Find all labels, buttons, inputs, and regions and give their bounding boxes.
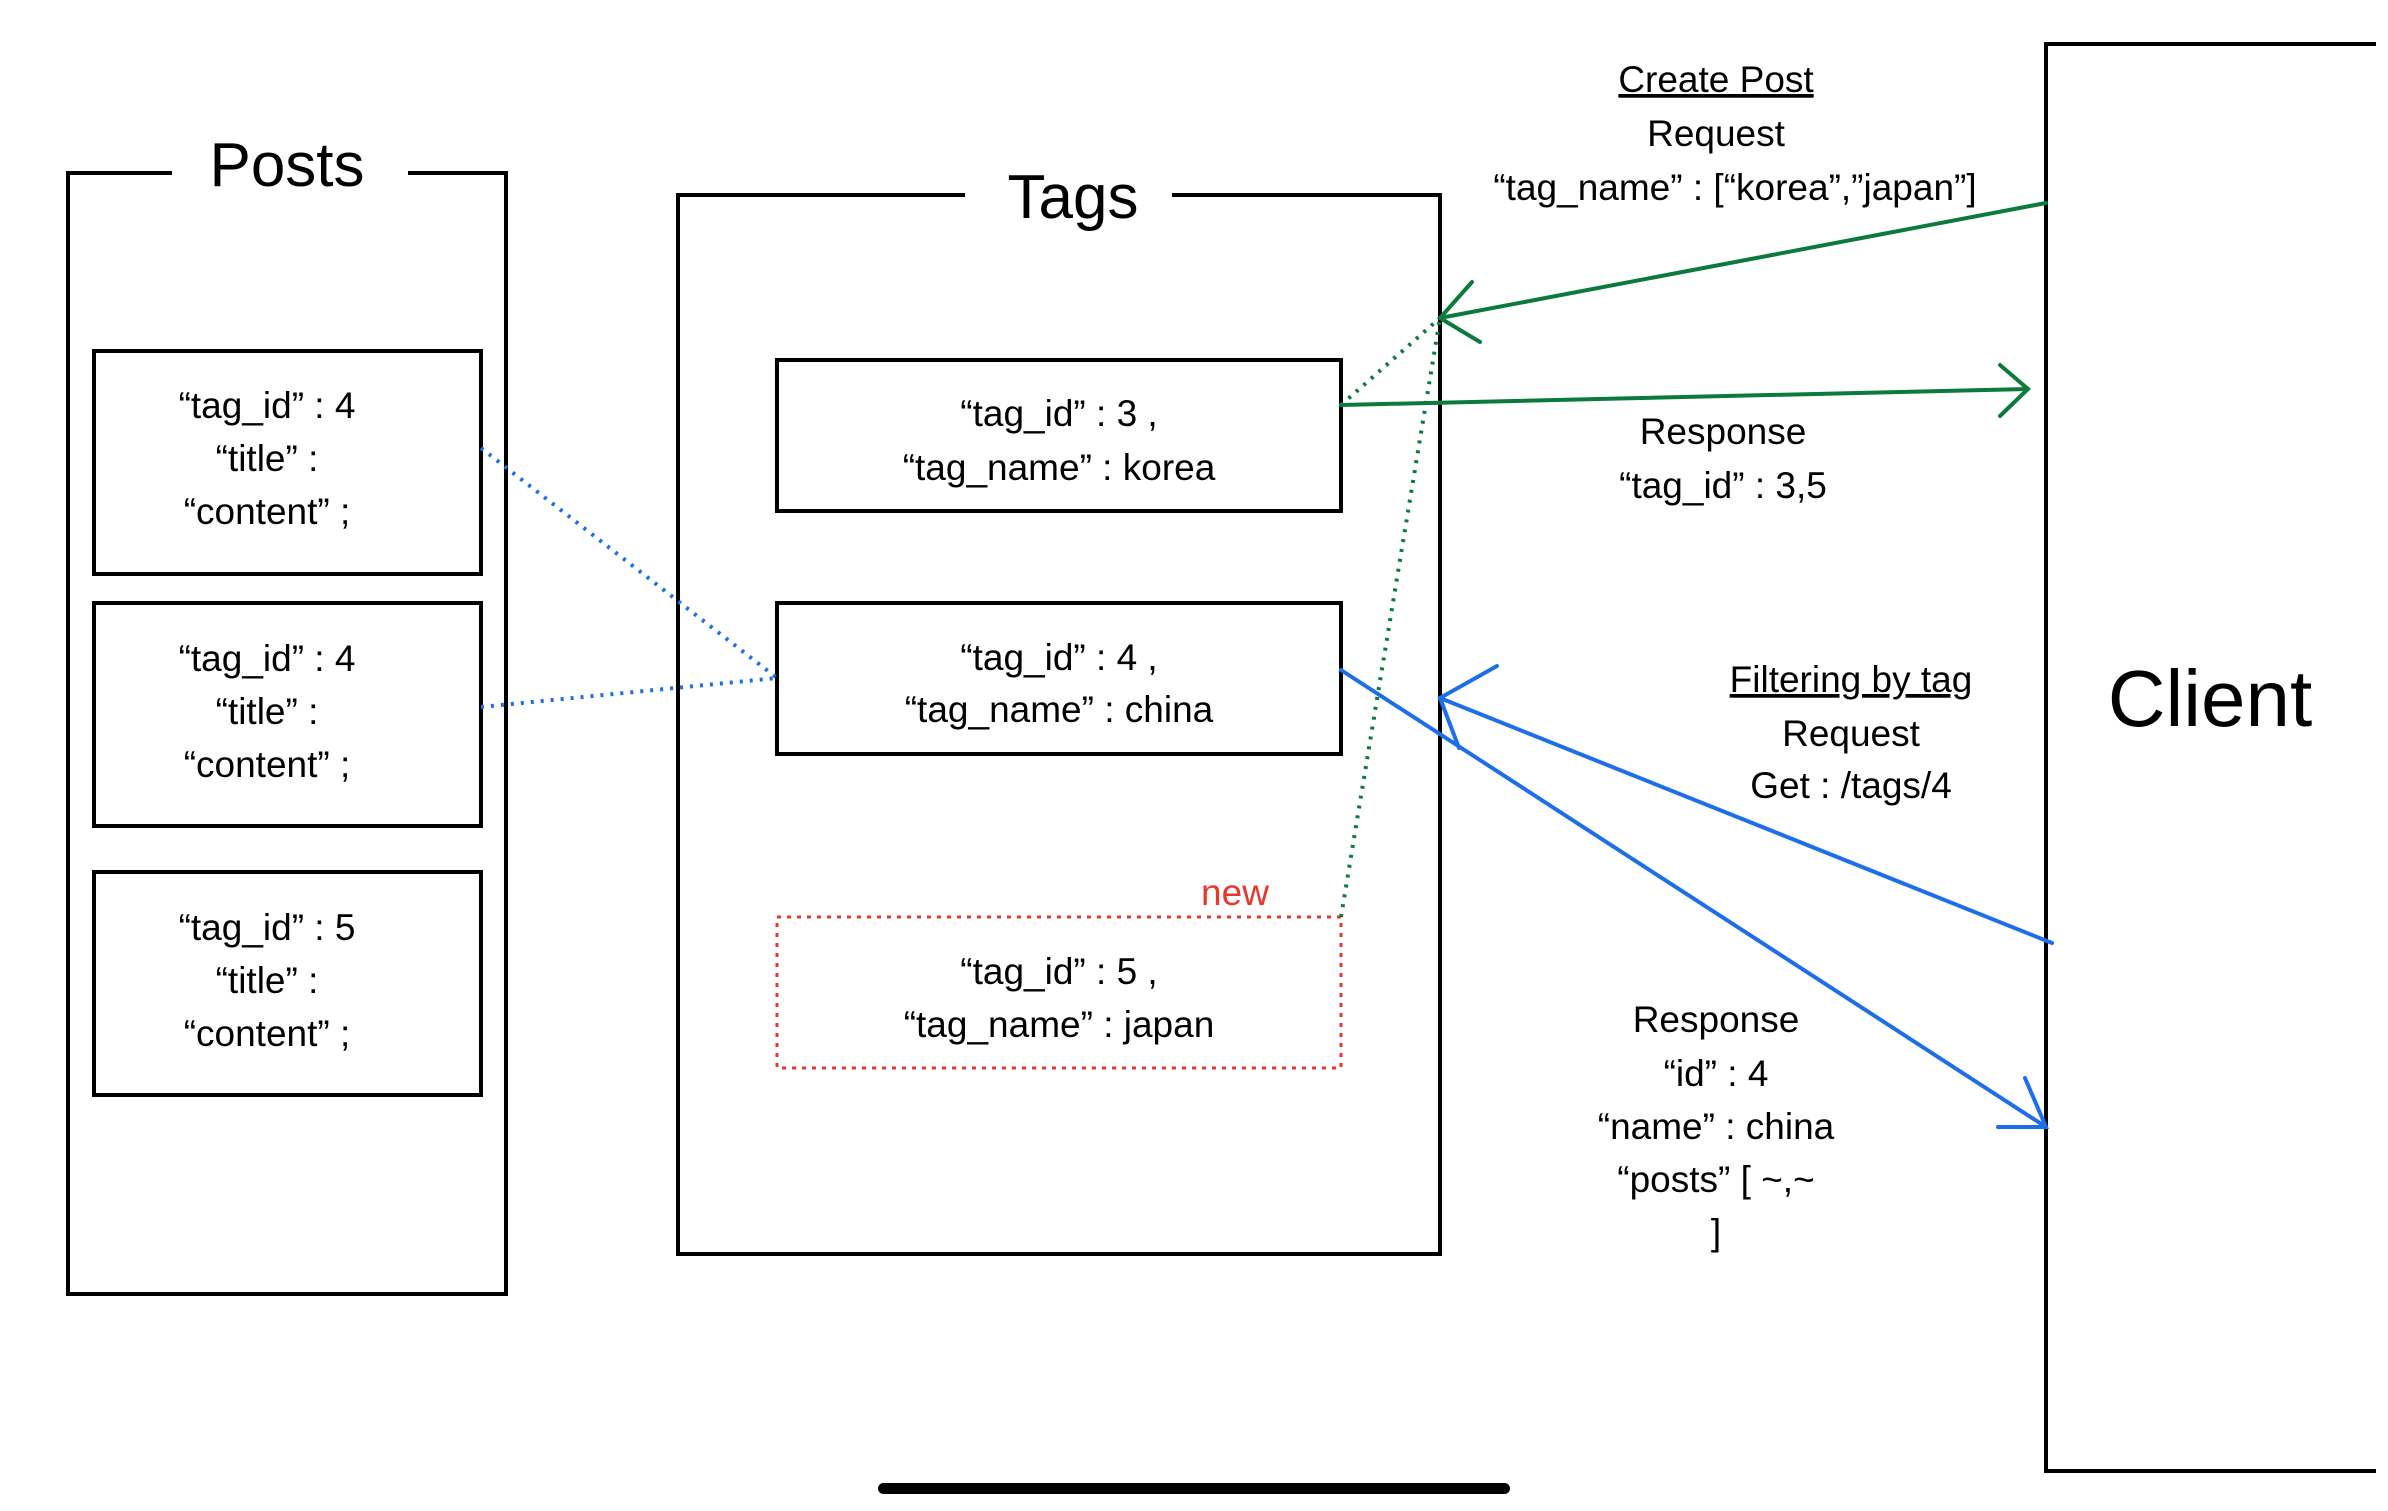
create-request-arrow bbox=[1438, 201, 2048, 320]
create-request-label: Request bbox=[1647, 113, 1786, 154]
tags-title: Tags bbox=[1008, 163, 1139, 232]
create-response-arrow bbox=[1339, 387, 2030, 407]
filter-response-label: Response bbox=[1633, 999, 1800, 1040]
tag-id: “tag_id” : 4 , bbox=[960, 637, 1157, 678]
home-indicator[interactable] bbox=[878, 1483, 1510, 1494]
posts-container: Posts “tag_id” : 4 “title” : “content” ;… bbox=[66, 131, 508, 1296]
create-response-label: Response bbox=[1640, 411, 1807, 452]
post-tag-relation-lines bbox=[479, 446, 779, 709]
filter-request-label: Request bbox=[1782, 713, 1921, 754]
posts-container-border bbox=[66, 171, 508, 1296]
tag-name: “tag_name” : china bbox=[905, 689, 1214, 730]
relation-line bbox=[479, 446, 779, 680]
arrow-head bbox=[1998, 363, 2031, 418]
posts-title: Posts bbox=[209, 131, 364, 200]
create-response-body: “tag_id” : 3,5 bbox=[1619, 465, 1827, 506]
post-tag-id: “tag_id” : 4 bbox=[179, 638, 356, 679]
create-post-arrows bbox=[1339, 201, 2048, 418]
filter-heading: Filtering by tag bbox=[1730, 659, 1973, 700]
link-line bbox=[1339, 316, 1442, 407]
create-post-heading: Create Post bbox=[1618, 59, 1814, 100]
arrow-head bbox=[1996, 1076, 2050, 1129]
filter-response-line: ] bbox=[1711, 1212, 1721, 1253]
tag-id: “tag_id” : 5 , bbox=[960, 951, 1157, 992]
client-title: Client bbox=[2108, 654, 2313, 743]
filter-request-body: Get : /tags/4 bbox=[1750, 765, 1952, 806]
create-post-tag-links bbox=[1339, 316, 1442, 918]
filter-response-line: “posts” [ ~,~ bbox=[1617, 1159, 1814, 1200]
post-content-field: “content” ; bbox=[184, 1013, 351, 1054]
post-box: “tag_id” : 5 “title” : “content” ; bbox=[92, 870, 483, 1097]
filter-arrows bbox=[1339, 664, 2054, 1129]
link-line bbox=[1339, 317, 1442, 918]
client-container: Client bbox=[2044, 42, 2376, 1473]
tags-container: Tags “tag_id” : 3 , “tag_name” : korea “… bbox=[676, 163, 1442, 1256]
tag-name: “tag_name” : japan bbox=[904, 1004, 1215, 1045]
post-title-field: “title” : bbox=[216, 960, 319, 1001]
filter-response-arrow bbox=[1339, 668, 2048, 1129]
post-title-field: “title” : bbox=[216, 691, 319, 732]
post-tag-id: “tag_id” : 5 bbox=[179, 907, 356, 948]
filter-request-arrow bbox=[1438, 696, 2054, 945]
post-tag-id: “tag_id” : 4 bbox=[179, 385, 356, 426]
arrow-head bbox=[1437, 664, 1499, 750]
post-content-field: “content” ; bbox=[184, 744, 351, 785]
create-request-body: “tag_name” : [“korea”,”japan”] bbox=[1493, 167, 1976, 208]
filter-response-line: “name” : china bbox=[1598, 1106, 1835, 1147]
filter-annotation: Filtering by tag Request Get : /tags/4 R… bbox=[1598, 659, 1973, 1253]
tag-box-new: “tag_id” : 5 , “tag_name” : japan new bbox=[775, 872, 1343, 1070]
new-badge: new bbox=[1201, 872, 1269, 913]
tag-box: “tag_id” : 4 , “tag_name” : china bbox=[775, 601, 1343, 756]
post-box: “tag_id” : 4 “title” : “content” ; bbox=[92, 349, 483, 576]
filter-response-line: “id” : 4 bbox=[1664, 1053, 1769, 1094]
post-box: “tag_id” : 4 “title” : “content” ; bbox=[92, 601, 483, 828]
create-post-annotation: Create Post Request “tag_name” : [“korea… bbox=[1493, 59, 1976, 506]
tag-id: “tag_id” : 3 , bbox=[960, 393, 1157, 434]
tag-box: “tag_id” : 3 , “tag_name” : korea bbox=[775, 358, 1343, 513]
relation-line bbox=[480, 676, 778, 709]
tags-container-border bbox=[676, 193, 1442, 1256]
post-title-field: “title” : bbox=[216, 438, 319, 479]
post-content-field: “content” ; bbox=[184, 491, 351, 532]
client-container-border bbox=[2044, 42, 2376, 1473]
tag-name: “tag_name” : korea bbox=[903, 447, 1216, 488]
arrow-head bbox=[1436, 280, 1482, 344]
